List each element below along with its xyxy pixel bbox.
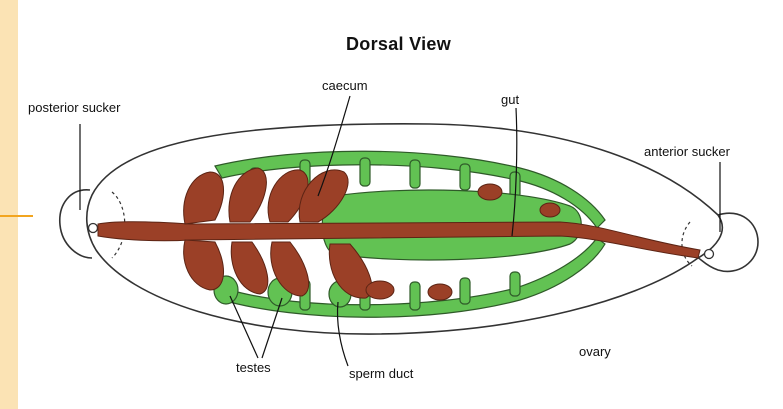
label-sperm-duct: sperm duct bbox=[349, 366, 413, 381]
gut bbox=[98, 168, 700, 300]
label-gut: gut bbox=[501, 92, 519, 107]
label-anterior-sucker: anterior sucker bbox=[644, 144, 730, 159]
label-testes: testes bbox=[236, 360, 271, 375]
label-caecum: caecum bbox=[322, 78, 368, 93]
label-posterior-sucker: posterior sucker bbox=[28, 100, 120, 115]
label-ovary: ovary bbox=[579, 344, 611, 359]
